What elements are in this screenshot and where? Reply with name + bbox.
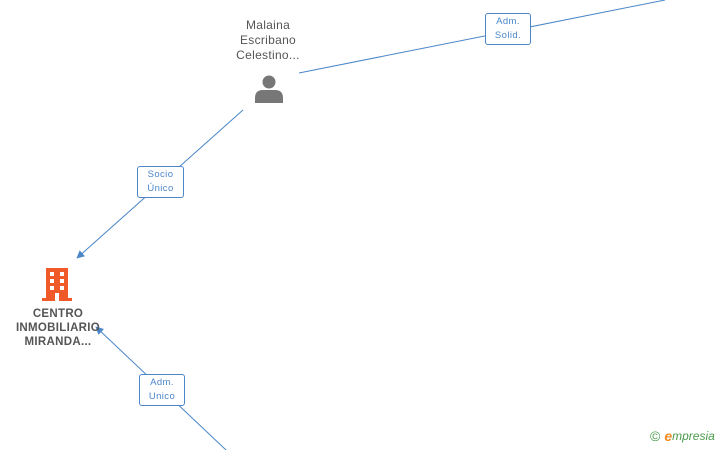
edge-adm-solid [298, 0, 666, 74]
person-name-line-1: Malaina [245, 18, 291, 32]
company-name-line-3: MIRANDA... [24, 336, 92, 348]
copyright-symbol: © [650, 428, 661, 444]
brand-rest: mpresia [672, 429, 715, 443]
edge-label-line: Único [147, 183, 174, 194]
person-name-line-3: Celestino... [236, 48, 300, 62]
empresia-logo: © e mpresia [650, 428, 715, 444]
edge-label-line: Adm. [150, 377, 174, 388]
brand-e: e [664, 428, 673, 444]
edge-label-adm-solid[interactable]: Adm. Solid. [485, 13, 531, 45]
company-name-line-2: INMOBILIARIO [15, 322, 101, 334]
edge-label-line: Unico [148, 391, 176, 402]
company-node-label[interactable]: CENTRO INMOBILIARIO MIRANDA... [4, 307, 112, 349]
edge-label-adm-unico[interactable]: Adm. Unico [139, 374, 185, 406]
person-name-line-2: Escribano [239, 33, 297, 47]
edge-label-line: Socio [147, 169, 174, 180]
edge-label-line: Adm. [496, 16, 520, 27]
company-name-line-1: CENTRO [32, 308, 84, 320]
edge-label-line: Solid. [494, 30, 522, 41]
edge-label-socio-unico[interactable]: Socio Único [137, 166, 184, 198]
person-node-label[interactable]: Malaina Escribano Celestino... [213, 18, 323, 63]
person-icon[interactable] [254, 74, 284, 103]
building-icon[interactable] [42, 268, 72, 301]
